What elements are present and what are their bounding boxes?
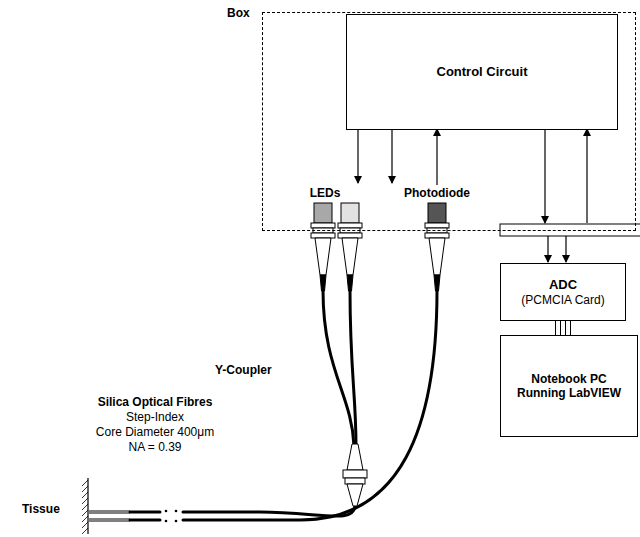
- data-bus: [556, 321, 571, 335]
- signal-arrow: [357, 128, 358, 183]
- part-label: Photodiode: [404, 186, 470, 200]
- signal-arrow: [544, 128, 545, 223]
- part-label: Tissue: [22, 502, 60, 516]
- signal-arrow: [436, 129, 437, 185]
- box-title: ADC: [549, 277, 577, 293]
- box-title: Box: [227, 6, 250, 20]
- signal-arrow: [547, 236, 548, 262]
- tissue-hatching: [82, 480, 88, 534]
- box-title: Control Circuit: [437, 64, 528, 80]
- box-title: Notebook PC Running LabVIEW: [513, 372, 625, 401]
- box-subtitle: (PCMCIA Card): [521, 293, 604, 307]
- part-label: Silica Optical Fibres: [98, 395, 213, 409]
- part-label: LEDs: [310, 186, 341, 200]
- part-label: Y-Coupler: [215, 363, 272, 377]
- part-label: Step-Index: [126, 410, 184, 424]
- connector-bar: [500, 224, 640, 236]
- signal-arrow: [586, 129, 587, 223]
- component-box: Notebook PC Running LabVIEW: [500, 335, 638, 437]
- part-label: NA = 0.39: [128, 440, 181, 454]
- optical-connectors: [311, 203, 449, 291]
- fibre-end: [89, 511, 130, 521]
- component-box: ADC(PCMCIA Card): [500, 263, 626, 321]
- break-mark: [165, 510, 178, 523]
- y-coupler-joint: [343, 444, 367, 506]
- component-box: Control Circuit: [346, 14, 618, 130]
- part-label: Core Diameter 400μm: [96, 425, 214, 439]
- signal-arrow: [391, 128, 392, 183]
- signal-arrow: [565, 236, 566, 262]
